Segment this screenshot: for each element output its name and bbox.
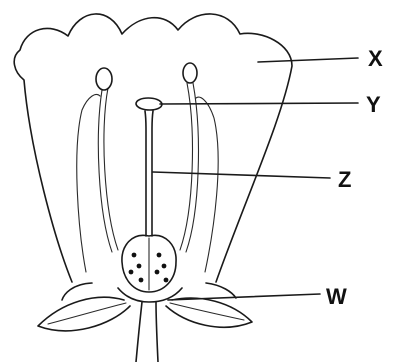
petal-inner-left — [77, 95, 100, 272]
ovule — [129, 270, 134, 275]
ovule — [137, 264, 142, 269]
label-w: W — [326, 284, 347, 309]
leader-y — [160, 103, 358, 104]
petal-outline — [14, 14, 292, 282]
stamen-filament-right — [180, 83, 192, 250]
ovule — [155, 270, 160, 275]
pedicel-right — [156, 302, 158, 362]
anther-right — [183, 63, 197, 83]
style-left-edge — [145, 111, 146, 236]
anther-left — [96, 68, 112, 90]
sepal-left-vein — [48, 303, 126, 324]
ovule — [132, 253, 137, 258]
style-right-edge — [152, 111, 153, 236]
sepal-right-inner — [206, 283, 236, 298]
label-z: Z — [338, 167, 351, 192]
label-y: Y — [366, 92, 381, 117]
ovule — [157, 253, 162, 258]
leader-w — [168, 294, 320, 300]
ovule — [139, 278, 144, 283]
leader-z — [153, 172, 330, 178]
petal-inner-right — [196, 97, 218, 272]
stigma — [136, 98, 162, 110]
label-x: X — [368, 46, 383, 71]
ovule — [164, 278, 169, 283]
sepal-left-inner — [62, 283, 92, 300]
ovule — [162, 264, 167, 269]
stamen-filament-left — [104, 88, 118, 250]
pedicel-left — [136, 302, 142, 362]
leader-x — [258, 58, 358, 62]
